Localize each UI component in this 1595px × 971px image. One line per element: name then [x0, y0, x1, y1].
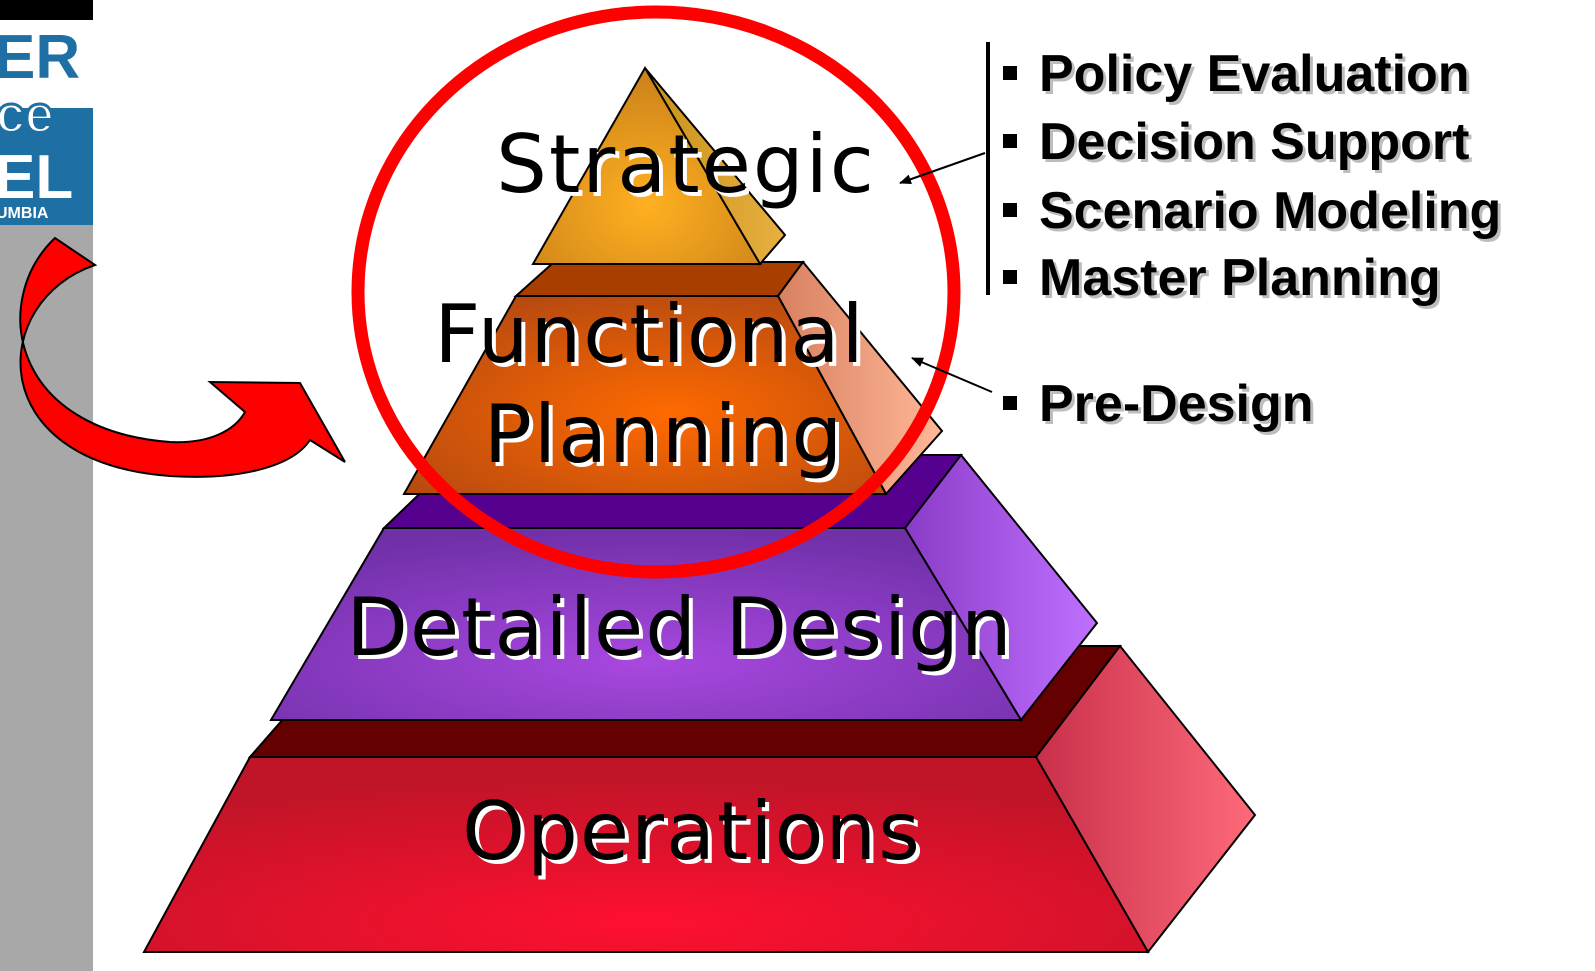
highlight-circle [351, 5, 961, 579]
list-item: Policy Evaluation Policy Evaluation [1003, 45, 1473, 106]
list-item: Decision Support Decision Support [1003, 113, 1472, 174]
logo-blue-block [0, 108, 93, 225]
functional-connector-arrow [911, 357, 993, 393]
tier-operations-label: Operations [462, 785, 922, 878]
logo-black-bar [0, 0, 93, 20]
list-item-label: Scenario Modeling [1039, 182, 1501, 240]
tier-strategic-label-shadow: Strategic [500, 122, 880, 215]
bullet-square-icon [1003, 270, 1017, 284]
bullet-square-icon [1003, 66, 1017, 80]
logo-sidebar: ER ce EL UMBIA [0, 0, 93, 971]
list-item-shadow: Decision Support [1042, 116, 1472, 174]
strategic-connector-arrow [899, 152, 986, 185]
tier-functional-planning: Functional Functional Planning Planning [402, 260, 944, 496]
list-item-shadow: Master Planning [1042, 252, 1444, 310]
tier-functional-label-line1-shadow: Functional [438, 292, 870, 385]
tier-detailed-label: Detailed Design [346, 581, 1013, 674]
tier-functional-label-line2-shadow: Planning [488, 392, 849, 485]
list-item-shadow: Pre-Design [1042, 378, 1317, 436]
bullet-square-icon [1003, 203, 1017, 217]
list-item-label: Policy Evaluation [1039, 45, 1470, 103]
curved-arrow-icon [19, 236, 346, 478]
list-item-label: Master Planning [1039, 249, 1441, 307]
list-item-shadow: Policy Evaluation [1042, 48, 1473, 106]
logo-line-3: EL [0, 143, 73, 212]
tier-operations-front [142, 756, 1150, 953]
tier-functional-label-line1: Functional [434, 288, 866, 381]
logo-line-1: ER [0, 23, 80, 92]
logo-line-4: UMBIA [0, 205, 49, 222]
list-item-label: Pre-Design [1039, 375, 1314, 433]
tier-strategic-front [531, 66, 762, 265]
list-item: Scenario Modeling Scenario Modeling [1003, 182, 1504, 243]
tier-detailed-label-shadow: Detailed Design [350, 585, 1017, 678]
list-item-shadow: Scenario Modeling [1042, 185, 1504, 243]
tier-operations-label-shadow: Operations [466, 789, 926, 882]
tier-detailed-front [269, 527, 1023, 721]
list-item: Pre-Design Pre-Design [1003, 375, 1317, 436]
tier-strategic-label: Strategic [496, 118, 876, 211]
bullet-square-icon [1003, 134, 1017, 148]
strategic-bullet-list: Policy Evaluation Policy Evaluation Deci… [1003, 45, 1504, 310]
tier-functional-front [402, 295, 888, 495]
logo-line-2: ce [0, 86, 54, 144]
bullet-square-icon [1003, 396, 1017, 410]
list-item: Master Planning Master Planning [1003, 249, 1444, 310]
list-item-label: Decision Support [1039, 113, 1469, 171]
functional-bullet-list: Pre-Design Pre-Design [1003, 375, 1317, 436]
tier-strategic: Strategic Strategic [496, 66, 880, 266]
tier-functional-label-line2: Planning [484, 388, 845, 481]
